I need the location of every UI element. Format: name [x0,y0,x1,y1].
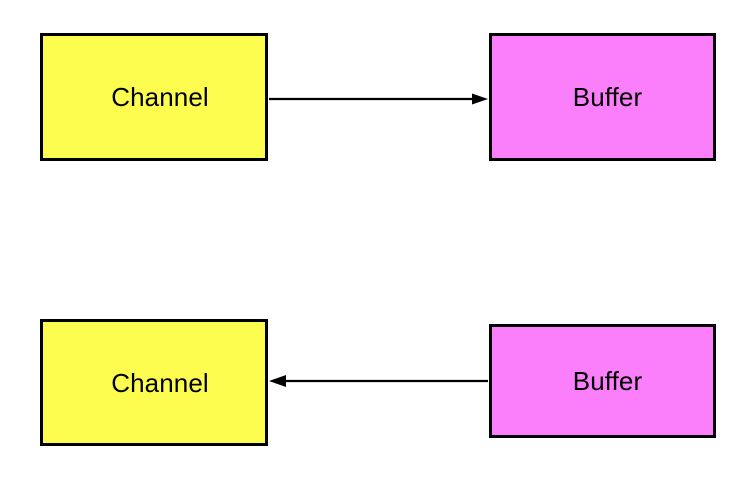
node-label: Channel [111,367,209,398]
edge-buffer-to-channel [269,375,488,387]
node-label: Channel [111,82,209,112]
node-channel-top[interactable]: Channel [40,33,268,161]
node-label: Buffer [572,366,643,396]
node-label: Buffer [572,82,643,112]
node-buffer-bottom[interactable]: Buffer [489,324,716,438]
node-channel-bottom[interactable]: Channel [40,319,268,446]
arrowhead-left-icon [269,375,286,387]
edge-channel-to-buffer [269,93,488,105]
node-buffer-top[interactable]: Buffer [489,33,716,161]
arrowhead-right-icon [472,93,488,105]
